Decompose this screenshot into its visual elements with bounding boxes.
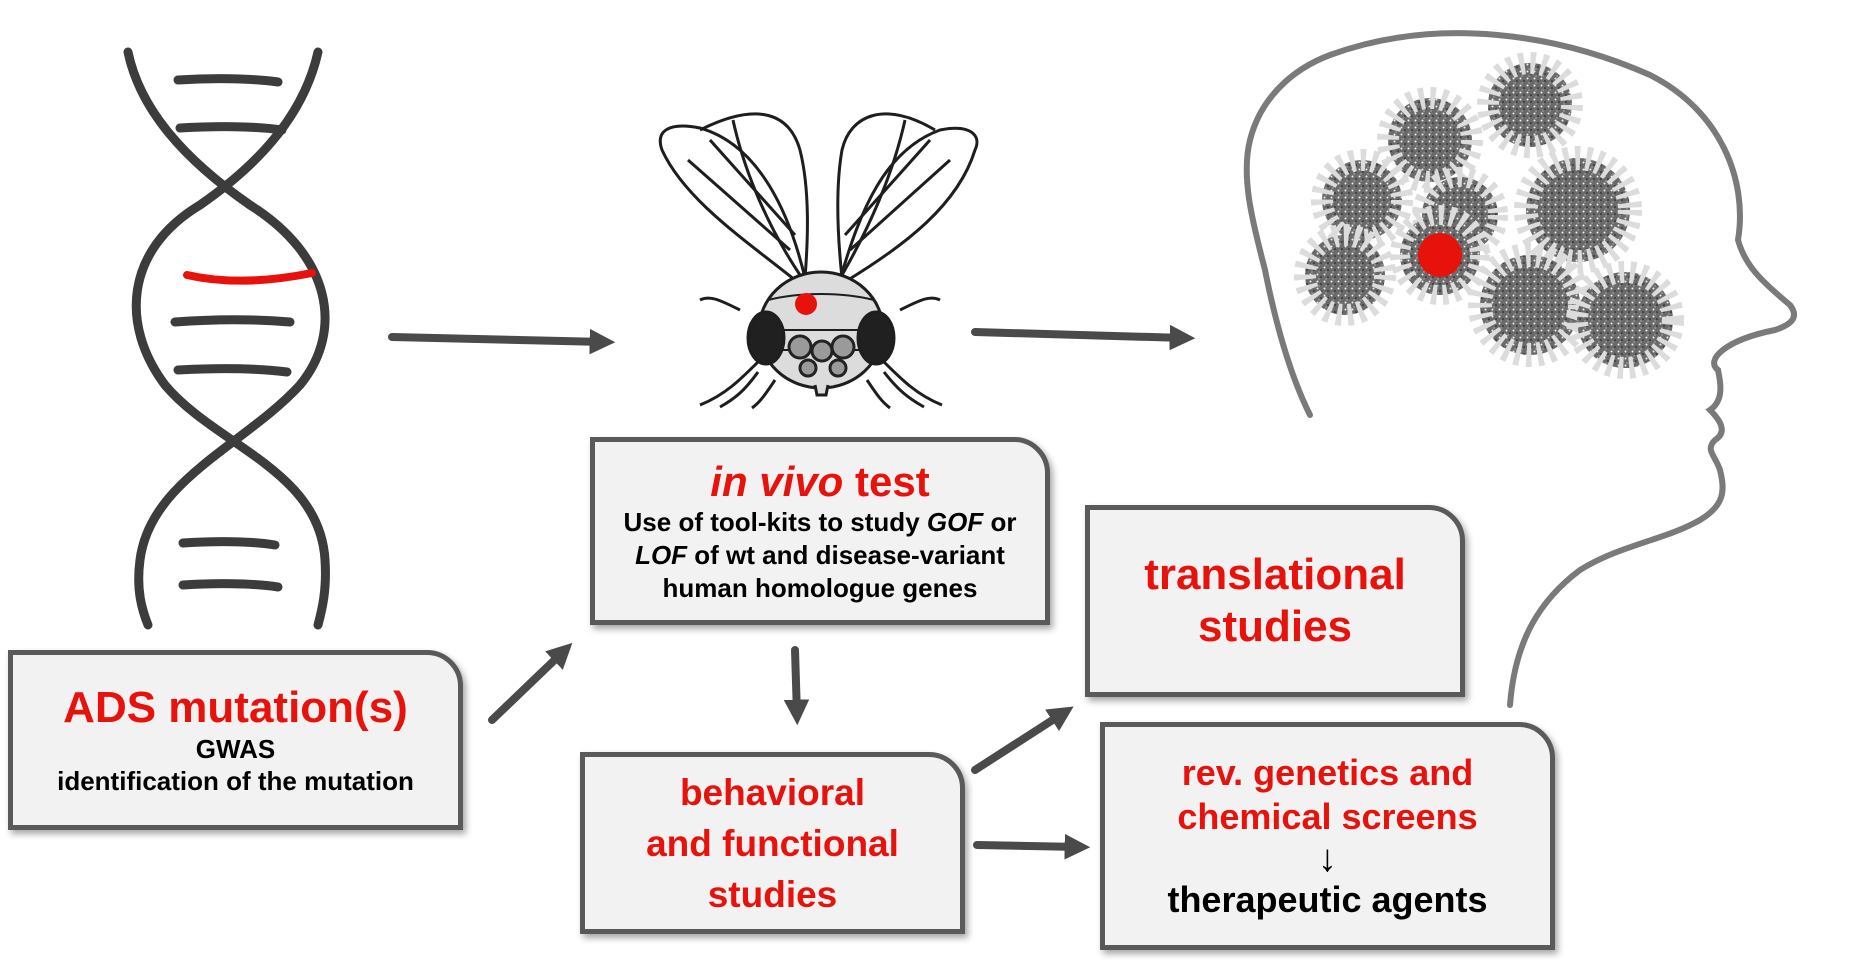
in-vivo-line-2-text: of wt and disease-variant bbox=[687, 539, 1005, 570]
down-arrow-icon: ↓ bbox=[1318, 838, 1337, 880]
fruit-fly-icon bbox=[658, 112, 979, 410]
rev-genetics-line-2: chemical screens bbox=[1177, 796, 1478, 837]
head-with-gears-icon bbox=[1243, 30, 1797, 708]
dna-helix-icon bbox=[123, 47, 330, 630]
translational-studies-box: translational studies bbox=[1085, 505, 1465, 697]
in-vivo-test-box: in vivo test Use of tool-kits to study G… bbox=[590, 437, 1050, 625]
rev-genetics-box: rev. genetics and chemical screens ↓ the… bbox=[1100, 722, 1555, 950]
arrow-ads-to-invivo bbox=[488, 642, 573, 724]
in-vivo-line-1: Use of tool-kits to study GOF or bbox=[624, 506, 1017, 539]
arrow-invivo-to-behavioral bbox=[783, 646, 810, 726]
behavioral-line-2: and functional bbox=[646, 822, 899, 864]
behavioral-line-3: studies bbox=[707, 873, 838, 915]
therapeutic-agents-label: therapeutic agents bbox=[1167, 879, 1488, 920]
in-vivo-test-word: test bbox=[843, 457, 930, 505]
in-vivo-line-2: LOF of wt and disease-variant bbox=[635, 539, 1005, 572]
arrow-behavioral-to-translational bbox=[971, 706, 1074, 774]
translational-line-1: translational bbox=[1144, 550, 1406, 599]
arrow-behavioral-to-rev bbox=[973, 833, 1091, 860]
identification-label: identification of the mutation bbox=[57, 766, 414, 796]
ads-mutation-title: ADS mutation(s) bbox=[63, 683, 408, 732]
behavioral-line-1: behavioral bbox=[679, 771, 866, 813]
in-vivo-italic: in vivo bbox=[710, 457, 844, 505]
behavioral-studies-box: behavioral and functional studies bbox=[580, 752, 965, 934]
arrow-dna-to-fly bbox=[388, 328, 616, 355]
arrow-fly-to-head bbox=[971, 324, 1196, 351]
in-vivo-line-3: human homologue genes bbox=[662, 572, 978, 603]
gwas-label: GWAS bbox=[195, 734, 276, 764]
lof-italic: LOF bbox=[635, 539, 688, 570]
gof-italic: GOF bbox=[926, 506, 984, 537]
flow-arrow-icon bbox=[388, 324, 1196, 860]
rev-genetics-line-1: rev. genetics and bbox=[1181, 752, 1474, 793]
ads-mutation-box: ADS mutation(s) GWAS identification of t… bbox=[8, 650, 463, 830]
translational-line-2: studies bbox=[1197, 602, 1353, 651]
in-vivo-line-1-text: Use of tool-kits to study bbox=[623, 506, 927, 537]
in-vivo-line-1-end: or bbox=[983, 506, 1017, 537]
in-vivo-title: in vivo test bbox=[710, 458, 929, 506]
